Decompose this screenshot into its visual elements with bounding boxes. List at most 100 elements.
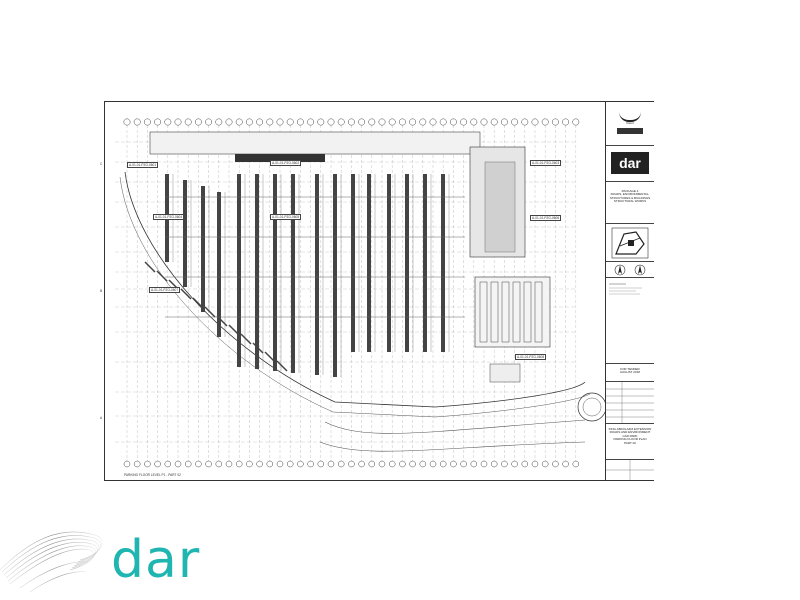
grid-row-label-c: C: [99, 162, 104, 166]
diagonal-parking: [180, 288, 192, 300]
project-line-2: ROADS, ENVIRONMENTAL,: [610, 192, 650, 197]
grid-bubble: [266, 118, 274, 126]
grid-bubble: [552, 460, 559, 468]
parking-row: [237, 174, 241, 367]
grid-bubble: [480, 118, 488, 126]
diagonal-parking: [144, 261, 156, 273]
road-edge: [319, 441, 586, 452]
consultant-logo-text: dar: [619, 155, 641, 171]
client-emblem-icon: [619, 110, 641, 122]
grid-bubble: [490, 460, 498, 468]
grid-bubble: [541, 118, 549, 126]
roundabout: [577, 392, 605, 422]
parking-row: [217, 192, 221, 337]
grid-bubble: [317, 118, 325, 126]
grid-bubble: [450, 460, 457, 468]
site-plan-drawing: [115, 118, 605, 468]
drawing-title-5: PART 02: [624, 440, 636, 445]
grid-bubble: [511, 118, 519, 126]
grid-bubble: [347, 118, 355, 126]
area-tag-1: A-01-01-PZG-0601: [127, 162, 159, 168]
dar-wave-logo-icon: [0, 531, 103, 593]
grid-bubble: [154, 460, 161, 468]
grid-bubble: [388, 118, 396, 126]
grid-bubble: [419, 118, 427, 126]
grid-bubble: [307, 118, 315, 126]
project-line-3: STRUCTURES & BUILDINGS: [609, 195, 651, 200]
grid-bubble: [256, 118, 264, 126]
grid-bubble: [460, 118, 468, 126]
grid-bubble: [500, 118, 508, 126]
grid-bubble: [388, 460, 396, 468]
grid-bubble: [143, 118, 151, 126]
bus-bay-stall: [523, 281, 532, 343]
grid-bubble: [429, 460, 437, 468]
grid-bubble: [164, 460, 172, 468]
grid-bubble: [235, 460, 243, 468]
project-line-4: STRUCTURAL WORKS: [613, 199, 647, 204]
bus-bay: [474, 276, 551, 348]
grid-row-label-a: A: [99, 416, 104, 420]
parking-row: [291, 174, 295, 373]
grid-bubble: [562, 460, 569, 468]
grid-bubble: [358, 460, 365, 468]
grid-bubble: [297, 460, 304, 468]
diagonal-parking: [252, 342, 264, 354]
drawing-number-table: [606, 460, 654, 480]
status-line-1: FOR TENDER: [620, 367, 640, 371]
grid-bubble: [246, 460, 253, 468]
parking-row: [405, 174, 409, 352]
grid-bubble: [470, 460, 478, 468]
site-boundary: [124, 171, 586, 408]
grid-bubble: [215, 460, 223, 468]
grid-bubble: [266, 460, 274, 468]
grid-bubble: [307, 460, 314, 468]
grid-bubble: [409, 118, 417, 126]
client-label: Client: [626, 121, 634, 125]
grid-bubble: [286, 460, 294, 468]
north-arrow-cell: [606, 262, 654, 278]
grid-bubble: [164, 118, 172, 126]
grid-bubble: [449, 118, 457, 126]
area-tag-2: A-01-01-PZG-0602: [270, 160, 302, 166]
grid-bubble: [337, 460, 345, 468]
grid-bubble: [337, 118, 345, 126]
grid-bubble: [154, 118, 162, 126]
grid-bubble: [429, 118, 437, 126]
diagonal-parking: [240, 333, 252, 345]
grid-bubble: [439, 118, 447, 126]
roundabout-inner: [582, 397, 602, 417]
grid-row-label-b: B: [99, 289, 104, 293]
area-tag-5: A-01-01-PZG-0605: [270, 214, 302, 220]
grid-bubble: [256, 460, 263, 468]
grid-bubble: [378, 460, 386, 468]
grid-bubble: [296, 118, 304, 126]
consultant-logo: dar: [611, 152, 649, 174]
parking-row: [423, 174, 427, 352]
grid-bubble: [276, 118, 284, 126]
diagonal-parking: [204, 306, 216, 318]
diagonal-parking: [156, 270, 168, 282]
grid-bubble: [348, 460, 355, 468]
area-tag-6: A-01-01-PZG-0606: [530, 215, 562, 221]
road-edge: [324, 419, 586, 434]
grid-bubble: [174, 118, 182, 126]
consultant-cell: dar: [606, 146, 654, 182]
north-arrow-icon: [614, 264, 646, 276]
grid-bubble: [184, 118, 192, 126]
grid-bubble: [521, 118, 529, 126]
grid-bubble: [205, 460, 212, 468]
grid-bubble: [378, 118, 386, 126]
drawing-title-2: ROADS AND ENVIRONMENT: [609, 430, 651, 435]
top-canopy: [235, 154, 325, 162]
grid-bubble: [327, 460, 335, 468]
grid-bubble: [439, 460, 447, 468]
grid-bubble: [501, 460, 508, 468]
bus-bay-stall: [490, 281, 499, 343]
grid-bubble: [235, 118, 243, 126]
grid-bubble: [215, 118, 223, 126]
grid-bubble: [123, 460, 131, 468]
parking-row: [273, 174, 277, 371]
grid-bubble: [562, 118, 570, 126]
grid-bubble: [225, 118, 233, 126]
